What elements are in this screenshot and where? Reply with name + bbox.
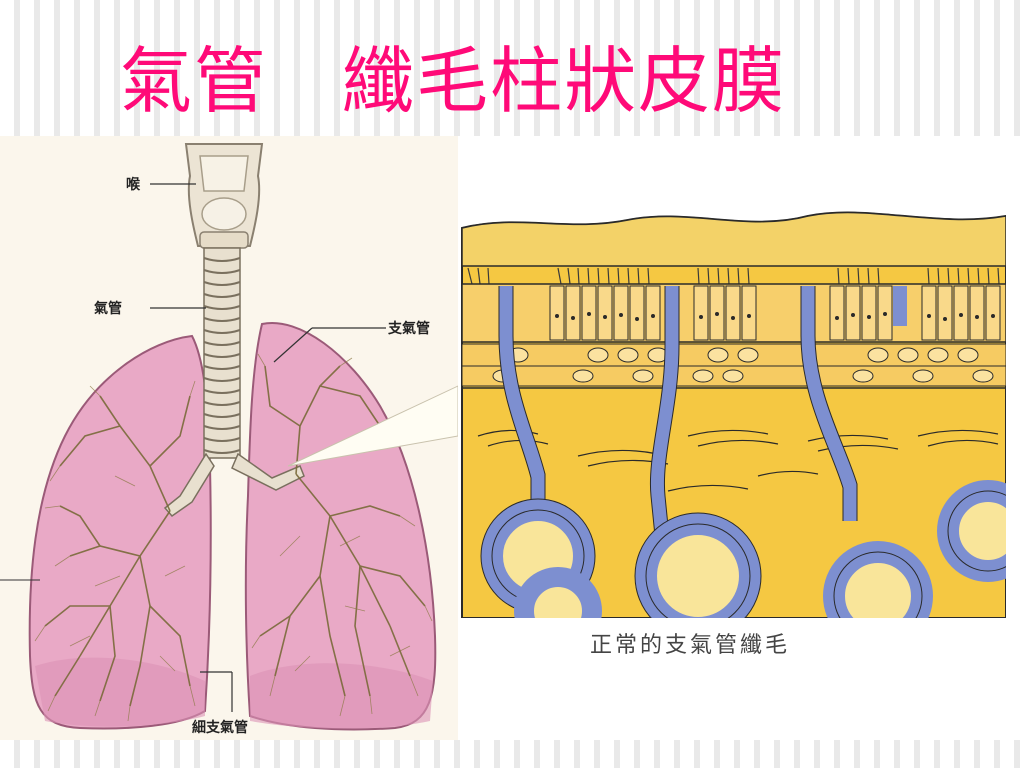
bronchial-tree [44,365,426,707]
trachea-shape [163,247,305,518]
larynx-shape [184,143,264,249]
larynx-label: 喉 [126,176,141,193]
bronchiole-label: 細支氣管 [192,719,248,736]
slide-title: 氣管 纖毛柱狀皮膜 [120,39,787,123]
ciliated-epithelium-illustration: 正常的支氣管纖毛 [458,136,1024,740]
right-lung-shape [28,334,212,730]
trachea-label: 氣管 [94,300,122,317]
lung-anatomy-illustration: 喉 氣管 支氣管 細支氣管 [0,136,458,740]
lung-anatomy-panel: 喉 氣管 支氣管 細支氣管 [0,136,458,740]
ciliated-epithelium-panel: 正常的支氣管纖毛 [458,136,1024,740]
cilia-caption: 正常的支氣管纖毛 [590,633,790,658]
gland-ducts [499,286,907,547]
bronchus-label: 支氣管 [387,320,430,337]
